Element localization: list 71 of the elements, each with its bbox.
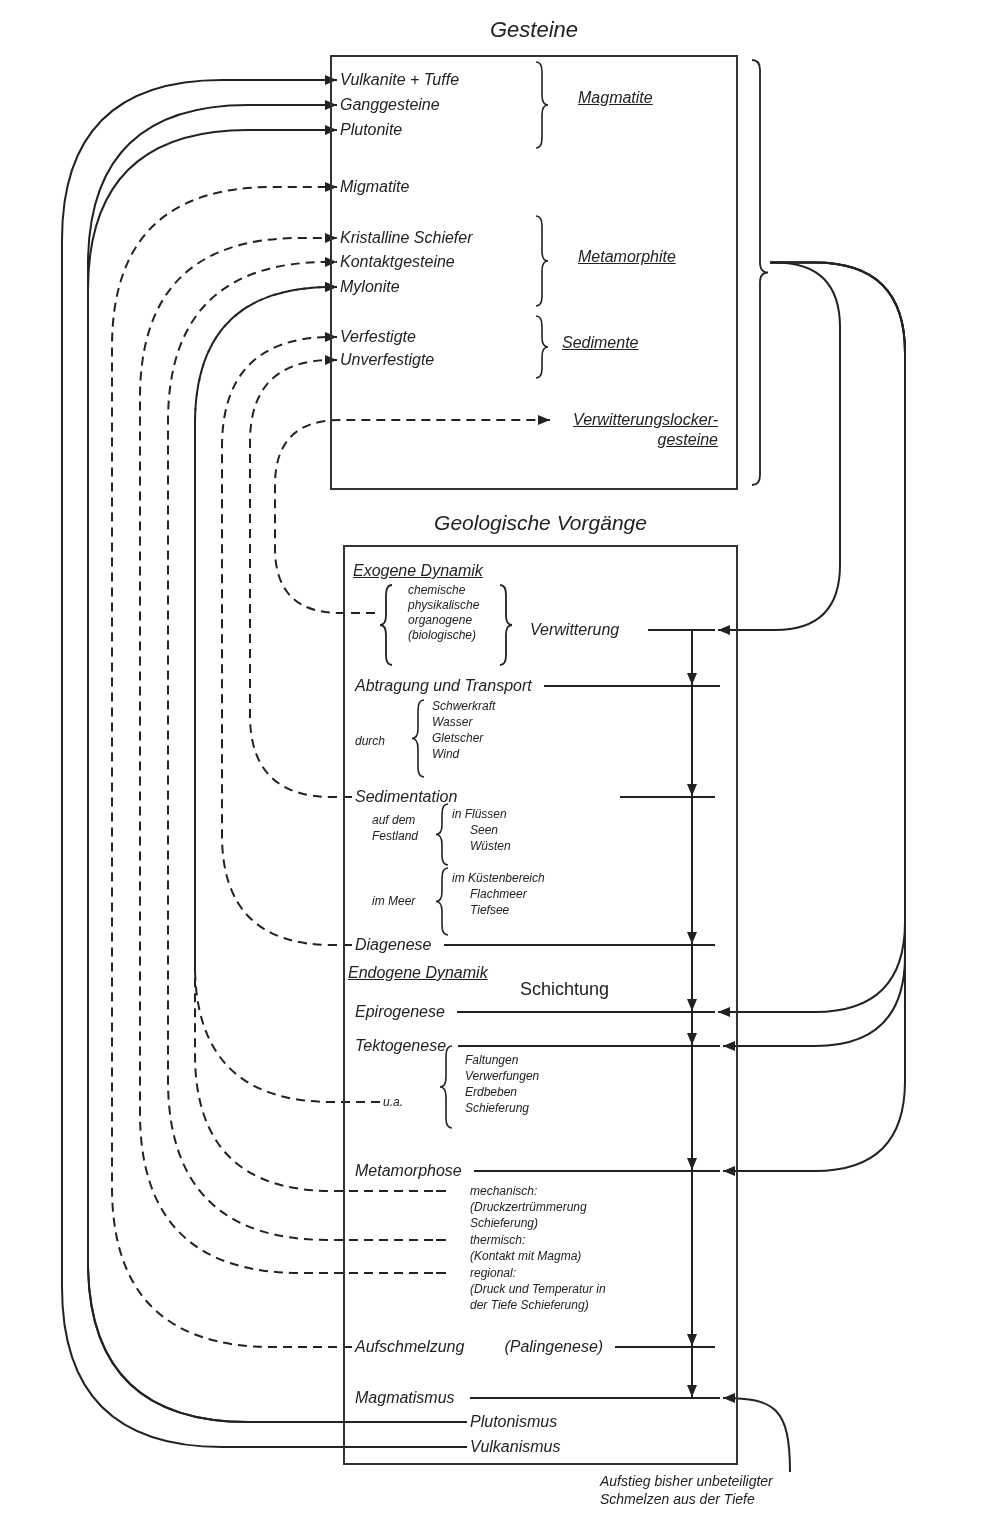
arrow	[249, 355, 353, 798]
category-label: Sedimente	[562, 333, 639, 353]
list-item: Flachmeer	[470, 886, 527, 902]
arrow	[687, 686, 697, 797]
process-step-label: Tektogenese	[355, 1036, 447, 1056]
section-heading: Exogene Dynamik	[353, 561, 483, 581]
process-step-label: Diagenese	[355, 935, 432, 955]
list-item: Wasser	[432, 714, 473, 730]
process-step-label: Magmatismus	[355, 1388, 455, 1408]
list-item: Verwerfungen	[465, 1068, 540, 1084]
arrow	[274, 415, 551, 614]
process-step-label: Verwitterung	[530, 620, 620, 640]
list-item: im Meer	[372, 893, 416, 909]
list-item: Seen	[470, 822, 499, 838]
rock-type-label: Mylonite	[340, 277, 400, 297]
list-item: durch	[355, 733, 386, 749]
arrow	[111, 182, 353, 1348]
rock-type-label: Kristalline Schiefer	[340, 228, 473, 248]
group-title: Geologische Vorgänge	[434, 510, 647, 536]
annotation-text: Schichtung	[520, 978, 610, 1000]
list-item: Wüsten	[470, 838, 511, 854]
category-label: Magmatite	[578, 88, 653, 108]
list-item: in Flüssen	[452, 806, 507, 822]
list-item: Schieferung	[465, 1100, 530, 1116]
list-item: Faltungen	[465, 1052, 519, 1068]
arrow	[687, 797, 697, 945]
process-detail-label: mechanisch:	[470, 1183, 538, 1199]
list-item: Tiefsee	[470, 902, 510, 918]
process-detail-label: (Kontakt mit Magma)	[470, 1248, 582, 1264]
arrow	[687, 1347, 697, 1398]
list-item: Gletscher	[432, 730, 484, 746]
process-step-label: Epirogenese	[355, 1002, 445, 1022]
arrow	[687, 945, 697, 1012]
note-text: Aufstieg bisher unbeteiligter Schmelzen aus der Tiefe	[600, 1472, 774, 1508]
arrow	[687, 1012, 697, 1046]
process-detail-label: (Druck und Temperatur in der Tiefe Schieferung)	[470, 1281, 607, 1313]
arrow	[687, 630, 697, 686]
rock-type-label: Vulkanite + Tuffe	[340, 70, 460, 90]
process-detail-label: u.a.	[383, 1094, 403, 1110]
group-title: Gesteine	[489, 16, 579, 44]
list-item: Erdbeben	[465, 1084, 518, 1100]
rock-type-label: Migmatite	[340, 177, 410, 197]
list-item: Wind	[432, 746, 460, 762]
arrow	[717, 261, 841, 635]
rock-type-label: Kontaktgesteine	[340, 252, 455, 272]
arrow	[722, 1393, 791, 1473]
process-step-label: Sedimentation	[355, 787, 458, 807]
list-item: auf dem Festland	[372, 812, 420, 844]
list-item: im Küstenbereich	[452, 870, 545, 886]
process-step-label: Aufschmelzung	[355, 1337, 465, 1357]
list-text: chemische physikalische organogene (biologische)	[408, 583, 481, 643]
rock-type-label: Ganggesteine	[340, 95, 440, 115]
process-step-label: (Palingenese)	[504, 1337, 604, 1357]
category-label: Metamorphite	[578, 247, 676, 267]
arrow	[194, 282, 381, 1103]
rock-type-label: Verwitterungslocker- gesteine	[572, 410, 718, 450]
arrow	[687, 1046, 697, 1171]
rock-type-label: Verfestigte	[340, 327, 416, 347]
arrow	[221, 332, 353, 946]
section-heading: Endogene Dynamik	[348, 963, 488, 983]
rock-type-label: Unverfestigte	[340, 350, 435, 370]
process-detail-label: (Druckzertrümmerung Schieferung)	[470, 1199, 588, 1231]
arrow	[687, 1171, 697, 1347]
process-detail-label: regional:	[470, 1265, 517, 1281]
list-item: Schwerkraft	[432, 698, 496, 714]
process-step-label: Abtragung und Transport	[355, 676, 532, 696]
rock-type-label: Plutonite	[340, 120, 403, 140]
process-step-label: Metamorphose	[355, 1161, 462, 1181]
process-detail-label: thermisch:	[470, 1232, 526, 1248]
process-step-label: Plutonismus	[470, 1412, 558, 1432]
process-step-label: Vulkanismus	[470, 1437, 561, 1457]
